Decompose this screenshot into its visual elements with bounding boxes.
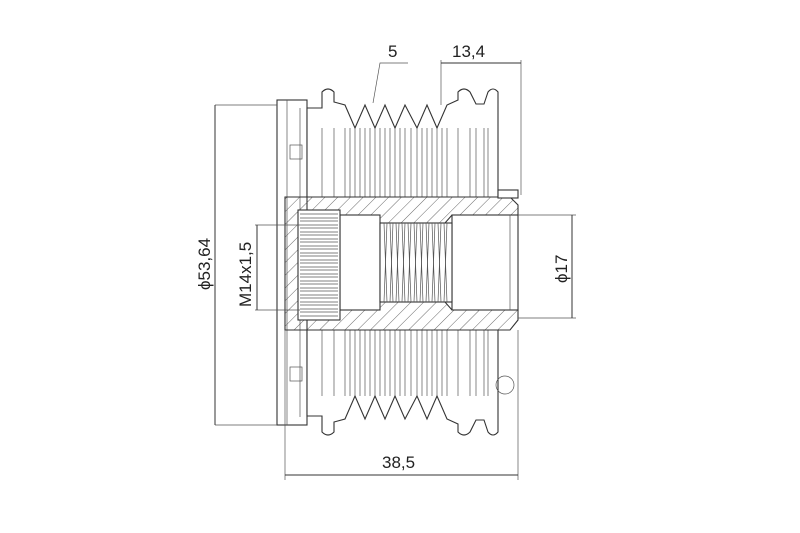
overall-length-label: 38,5 (382, 453, 415, 472)
thread-line (395, 222, 400, 303)
bore-diameter-label: ϕ17 (552, 255, 571, 283)
hub-length-label: 13,4 (452, 42, 485, 61)
thread-line (419, 222, 424, 303)
dimension-lines (214, 60, 576, 480)
thread-line (431, 222, 436, 303)
thread-line (443, 222, 448, 303)
groove-count-label: 5 (388, 42, 397, 61)
thread-line (383, 222, 388, 303)
pulley-ribs-upper (306, 88, 499, 198)
thread-label: M14x1,5 (236, 242, 255, 307)
thread-line (407, 222, 412, 303)
hub-section (284, 189, 519, 331)
outer-diameter-label: ϕ53,64 (195, 238, 214, 290)
pulley-ribs-lower (306, 329, 515, 436)
thread-line (425, 222, 430, 303)
thread-line (437, 222, 442, 303)
thread-line (413, 222, 418, 303)
thread-line (401, 222, 406, 303)
thread-line (389, 222, 394, 303)
